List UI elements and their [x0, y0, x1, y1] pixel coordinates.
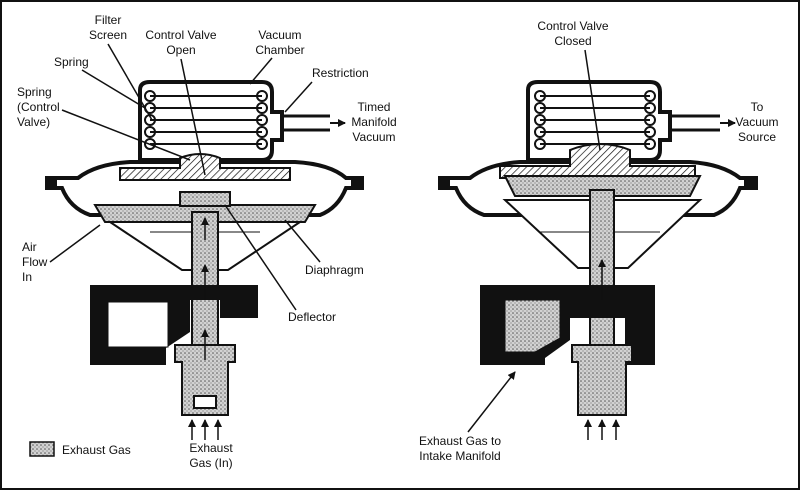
label-restriction: Restriction	[312, 66, 369, 80]
left-valve-open	[45, 80, 364, 440]
vacuum-port	[282, 114, 330, 132]
labels-right: Control Valve Closed To Vacuum Source Ex…	[419, 19, 779, 463]
label-timed-1: Timed	[358, 100, 391, 114]
label-filter-screen-2: Screen	[89, 28, 127, 42]
left-clamp	[45, 176, 57, 190]
label-diaphragm: Diaphragm	[305, 263, 364, 277]
vacuum-port-right	[670, 114, 720, 132]
label-exhaust-to-intake-1: Exhaust Gas to	[419, 434, 501, 448]
label-spring-cv-1: Spring	[17, 85, 52, 99]
label-vacuum-chamber-1: Vacuum	[258, 28, 301, 42]
label-control-valve-open-2: Open	[166, 43, 195, 57]
flow-arrows-left	[188, 217, 222, 440]
label-exhaust-in-2: Gas (In)	[189, 456, 232, 470]
label-cv-closed-1: Control Valve	[537, 19, 608, 33]
label-air-flow-1: Air	[22, 240, 37, 254]
label-control-valve-open-1: Control Valve	[145, 28, 216, 42]
legend-label: Exhaust Gas	[62, 443, 131, 457]
label-timed-3: Vacuum	[352, 130, 395, 144]
spring-coils	[144, 90, 268, 150]
label-to-vacuum-1: To	[751, 100, 764, 114]
label-to-vacuum-2: Vacuum	[735, 115, 778, 129]
label-spring-cv-2: (Control	[17, 100, 60, 114]
right-clamp	[351, 176, 363, 190]
diaphragm-plate-right	[503, 175, 702, 197]
label-deflector: Deflector	[288, 310, 336, 324]
right-clamp-right	[744, 176, 756, 190]
label-exhaust-to-intake-2: Intake Manifold	[419, 449, 500, 463]
label-exhaust-in-1: Exhaust	[189, 441, 233, 455]
spring-coils-right	[534, 90, 656, 150]
left-clamp-right	[438, 176, 450, 190]
label-vacuum-chamber-2: Chamber	[255, 43, 304, 57]
label-cv-closed-2: Closed	[554, 34, 591, 48]
label-air-flow-2: Flow	[22, 255, 48, 269]
exhaust-pipe-right	[571, 344, 633, 416]
legend: Exhaust Gas	[29, 441, 131, 457]
label-to-vacuum-3: Source	[738, 130, 776, 144]
labels-left: Filter Screen Control Valve Open Vacuum …	[17, 13, 397, 470]
label-timed-2: Manifold	[351, 115, 396, 129]
label-air-flow-3: In	[22, 270, 32, 284]
control-valve-body-right	[499, 143, 696, 179]
flow-arrows-right	[584, 259, 620, 440]
control-valve-body	[119, 153, 291, 181]
right-valve-closed	[438, 80, 758, 440]
exhaust-inlet-pipe	[174, 344, 236, 416]
label-spring-cv-3: Valve)	[17, 115, 50, 129]
label-spring: Spring	[54, 55, 89, 69]
legend-swatch	[29, 441, 55, 457]
deflector-plate	[179, 191, 231, 207]
label-filter-screen-1: Filter	[95, 13, 122, 27]
